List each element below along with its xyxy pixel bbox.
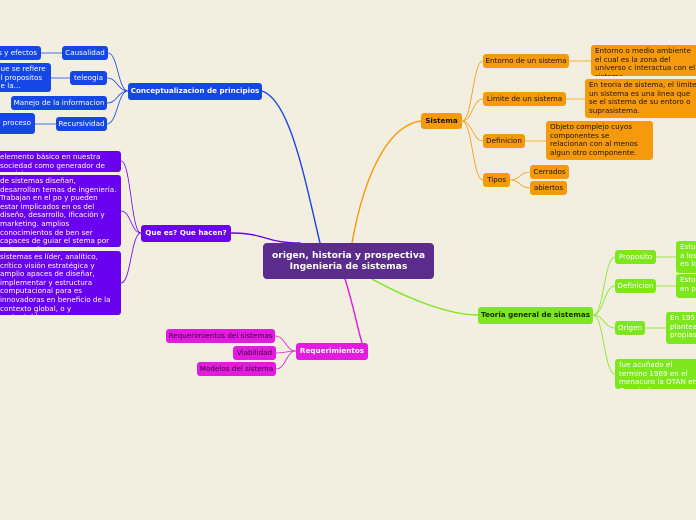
note-limite-detail[interactable]: En teoria de sistema, el limite un siste… bbox=[585, 79, 696, 118]
subtopic-teleogia-detail[interactable]: que se refiere al propositos de la... bbox=[0, 63, 51, 92]
note-que-es-2[interactable]: de sistemas diseñan, desarrollan temas d… bbox=[0, 175, 121, 247]
link-central-teoria bbox=[371, 278, 479, 316]
topic-requerimientos[interactable]: Requerimientos bbox=[296, 343, 368, 360]
note-entorno-detail[interactable]: Entorno o medio ambiente el cual es la z… bbox=[591, 45, 696, 76]
subtopic-tipos[interactable]: Tipos bbox=[483, 173, 510, 187]
subtopic-origen[interactable]: Origen bbox=[615, 321, 645, 335]
link-central-requerimientos bbox=[344, 278, 363, 344]
link-teoria-termino bbox=[592, 314, 616, 375]
note-origen-detail[interactable]: En 195 plantea propias bbox=[666, 312, 696, 344]
subtopic-recursividad-detail[interactable]: un proceso bbox=[0, 113, 35, 134]
subtopic-abiertos[interactable]: abiertos bbox=[530, 181, 567, 195]
note-definicion-teoria-detail[interactable]: Estu en p bbox=[676, 274, 696, 298]
link-sistema-entorno bbox=[461, 60, 484, 122]
subtopic-recursividad[interactable]: Recursividad bbox=[56, 117, 107, 131]
note-proposito-detail[interactable]: Estu a los en lo bbox=[676, 241, 696, 273]
link-tipos-cerrados bbox=[509, 171, 531, 181]
note-que-es-3[interactable]: sistemas es líder, analítico, crítico vi… bbox=[0, 251, 121, 315]
link-requerimientos-sistemas bbox=[274, 335, 297, 352]
topic-conceptualizacion[interactable]: Conceptualizacion de principios bbox=[128, 83, 262, 100]
subtopic-causalidad-detail[interactable]: causas y efectos bbox=[0, 46, 41, 60]
subtopic-viabilidad[interactable]: Viabilidad bbox=[233, 346, 276, 360]
subtopic-entorno-sistema[interactable]: Entorno de un sistema bbox=[483, 54, 569, 68]
link-requerimientos-modelos bbox=[275, 350, 297, 370]
link-conceptualizacion-causalidad bbox=[107, 52, 129, 92]
subtopic-definicion-teoria[interactable]: Definicion bbox=[615, 279, 656, 293]
link-conceptualizacion-recursividad bbox=[106, 90, 129, 125]
link-que-es-2 bbox=[120, 210, 142, 234]
link-teoria-definicion bbox=[592, 285, 616, 316]
link-tipos-abiertos bbox=[509, 179, 531, 189]
link-sistema-definicion bbox=[461, 120, 484, 142]
note-que-es-1[interactable]: elemento básico en nuestra sociedad como… bbox=[0, 151, 121, 172]
subtopic-modelos-sistema[interactable]: Modelos del sistema bbox=[197, 362, 276, 376]
subtopic-proposito[interactable]: Proposito bbox=[615, 250, 656, 264]
topic-teoria-general[interactable]: Teoria general de sistemas bbox=[478, 307, 593, 324]
subtopic-definicion-sistema[interactable]: Definicion bbox=[483, 134, 525, 148]
subtopic-requerimientos-sistemas[interactable]: Requerimientos del sistemas bbox=[166, 329, 275, 343]
note-termino-acunado[interactable]: fue acuñado el termino 1969 en el menacu… bbox=[615, 359, 696, 389]
central-topic-title: origen, historia y prospectiva bbox=[271, 250, 426, 261]
central-topic-subtitle: Ingenieria de sistemas bbox=[289, 261, 408, 272]
link-que-es-3 bbox=[120, 232, 142, 284]
link-sistema-limite bbox=[461, 98, 484, 122]
subtopic-causalidad[interactable]: Causalidad bbox=[62, 46, 108, 60]
link-teoria-proposito bbox=[592, 256, 616, 316]
link-conceptualizacion-teleogia bbox=[106, 77, 129, 92]
link-sistema-tipos bbox=[461, 120, 484, 181]
note-definicion-detail[interactable]: Objeto complejo cuyos componentes se rel… bbox=[546, 121, 653, 160]
subtopic-manejo-informacion[interactable]: Manejo de la informacion bbox=[11, 96, 107, 110]
central-topic[interactable]: origen, historia y prospectiva Ingenieri… bbox=[263, 243, 434, 279]
link-que-es-1 bbox=[120, 160, 142, 234]
link-teoria-origen bbox=[592, 314, 616, 329]
link-central-conceptualizacion bbox=[261, 90, 321, 244]
link-conceptualizacion-manejo bbox=[106, 90, 129, 104]
subtopic-limite-sistema[interactable]: Limite de un sistema bbox=[483, 92, 566, 106]
subtopic-cerrados[interactable]: Cerrados bbox=[530, 165, 569, 179]
subtopic-teleogia[interactable]: teleogia bbox=[70, 71, 107, 85]
link-central-sistema bbox=[351, 120, 422, 244]
link-central-que-es bbox=[230, 232, 301, 244]
topic-sistema[interactable]: Sistema bbox=[421, 113, 462, 129]
topic-que-es[interactable]: Que es? Que hacen? bbox=[141, 225, 231, 242]
